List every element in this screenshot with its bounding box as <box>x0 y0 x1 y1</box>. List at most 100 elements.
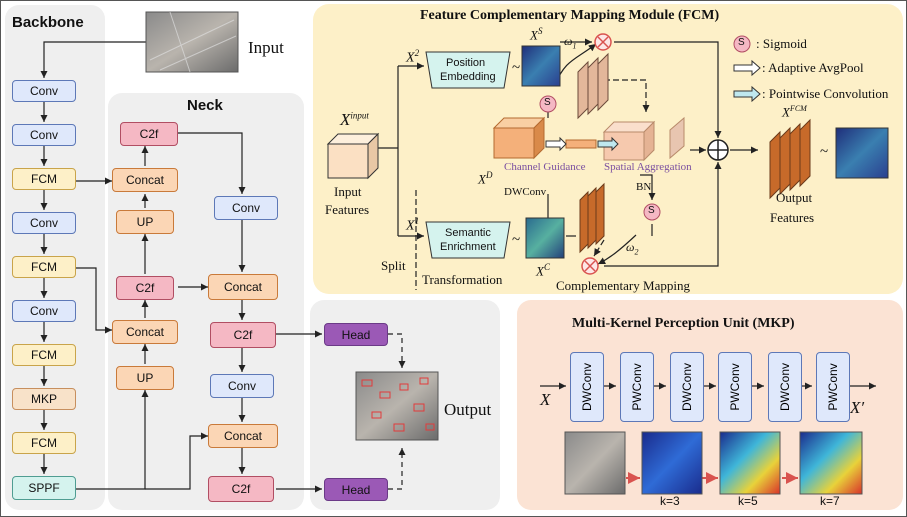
backbone-fcm-1: FCM <box>12 168 76 190</box>
legend-pwconv-icon <box>733 85 761 103</box>
neck-c2f-2: C2f <box>210 322 276 348</box>
position-embedding-shape <box>425 51 511 89</box>
neck-concat-1: Concat <box>112 168 178 192</box>
input-image-roads <box>149 11 237 73</box>
neck-conv-2: Conv <box>210 374 274 398</box>
mkp-x-out: X′ <box>850 398 865 417</box>
backbone-conv-1: Conv <box>12 80 76 102</box>
input-features-label-line2: Features <box>325 202 370 217</box>
legend-sigmoid-icon <box>733 35 751 53</box>
complementary-mapping-label: Complementary Mapping <box>556 278 690 293</box>
neck-c2f-mid: C2f <box>116 276 174 300</box>
spatial-aggregation-label: Spatial Aggregation <box>604 161 692 173</box>
neck-c2f-3: C2f <box>208 476 274 502</box>
sigmoid-top-label: S <box>544 97 551 108</box>
neck-concat-4: Concat <box>208 424 278 448</box>
output-label: Output <box>444 400 492 419</box>
channel-guidance-label: Channel Guidance <box>504 161 586 173</box>
neck-concat-3: Concat <box>208 274 278 300</box>
tilde-xs: ~ <box>512 60 521 76</box>
fcm-title: Feature Complementary Mapping Module (FC… <box>420 8 720 23</box>
heatmap-k3 <box>641 431 703 495</box>
output-features-label-line2: Features <box>770 210 815 225</box>
mkp-dwconv-3: DWConv <box>768 352 802 422</box>
channel-guidance-cube <box>492 116 546 160</box>
fcm-dashed <box>415 79 650 290</box>
neck-c2f-top: C2f <box>120 122 178 146</box>
backbone-title: Backbone <box>12 14 84 31</box>
neck-concat-2: Concat <box>112 320 178 344</box>
xfcm-feature-map <box>835 127 889 179</box>
mkp-pwconv-3: PWConv <box>816 352 850 422</box>
backbone-fcm-3: FCM <box>12 344 76 366</box>
neck-title: Neck <box>187 97 223 114</box>
legend-avgpool-icon <box>733 59 761 77</box>
heatmap-k5 <box>719 431 781 495</box>
transformation-label: Transformation <box>422 272 503 287</box>
split-label: Split <box>381 258 406 273</box>
add-node <box>707 139 729 161</box>
sigmoid-bottom-label: S <box>648 205 655 216</box>
position-embedding-label-line2: Embedding <box>440 71 496 83</box>
mkp-x-in: X <box>540 390 551 409</box>
input-label: Input <box>248 38 284 57</box>
backbone-fcm-2: FCM <box>12 256 76 278</box>
multiply-node-bottom <box>581 257 599 275</box>
neck-up-2: UP <box>116 366 174 390</box>
semantic-enrichment-label-line1: Semantic <box>445 227 491 239</box>
avgpool-arrow-icon <box>545 136 567 152</box>
fcm-bottom-slabs <box>579 182 605 254</box>
multiply-node-top <box>594 33 612 51</box>
mkp-dwconv-1: DWConv <box>570 352 604 422</box>
fcm-top-slabs <box>577 52 609 120</box>
x2-label: X2 <box>406 48 420 66</box>
mkp-dwconv-2: DWConv <box>670 352 704 422</box>
fcm-arrows <box>378 38 758 267</box>
pwconv-arrow-icon <box>597 136 619 152</box>
backbone-sppf: SPPF <box>12 476 76 500</box>
legend-sigmoid-s: S <box>738 37 745 48</box>
sigmoid-node-top <box>539 95 557 113</box>
bn-label: BN <box>636 181 652 193</box>
xs-feature-map <box>521 45 561 87</box>
output-feature-slabs <box>769 118 811 200</box>
backbone-fcm-4: FCM <box>12 432 76 454</box>
tilde-xfcm: ~ <box>820 144 829 160</box>
head-1: Head <box>324 323 388 346</box>
backbone-conv-3: Conv <box>12 212 76 234</box>
legend-pwconv: : Pointwise Convolution <box>762 86 889 101</box>
head-output-arrows <box>388 333 406 490</box>
x1-label: X1 <box>406 216 420 234</box>
legend-sigmoid: : Sigmoid <box>756 36 807 51</box>
semantic-enrichment-label-line2: Enrichment <box>440 241 496 253</box>
mkp-input-image <box>564 431 626 495</box>
backbone-conv-2: Conv <box>12 124 76 146</box>
mkp-pwconv-2: PWConv <box>718 352 752 422</box>
input-feature-cube <box>326 132 380 180</box>
omega2-label: ω2 <box>626 240 639 257</box>
output-features-label-line1: Output <box>776 190 813 205</box>
backbone-conv-4: Conv <box>12 300 76 322</box>
neck-arrows <box>76 132 322 493</box>
xs-label: XS <box>530 26 543 43</box>
backbone-mkp: MKP <box>12 388 76 410</box>
xc-feature-map <box>525 217 565 259</box>
tilde-xc: ~ <box>512 232 521 248</box>
xfcm-label: XFCM <box>782 104 807 120</box>
heatmap-k7 <box>799 431 863 495</box>
head-2: Head <box>324 478 388 501</box>
xc-label: XC <box>536 262 550 279</box>
omega1-label: ω1 <box>564 34 577 51</box>
neck-conv-1: Conv <box>214 196 278 220</box>
k-label-3: k=3 <box>660 494 680 508</box>
position-embedding-label-line1: Position <box>446 57 486 69</box>
xd-label: XD <box>478 170 493 187</box>
legend-avgpool: : Adaptive AvgPool <box>762 60 864 75</box>
output-detections <box>361 377 435 432</box>
sigmoid-node-bottom <box>643 203 661 221</box>
backbone-arrows <box>40 41 190 474</box>
semantic-enrichment-shape <box>425 221 511 259</box>
spatial-aggregation-cube <box>602 120 656 162</box>
k-label-7: k=7 <box>820 494 840 508</box>
mkp-title: Multi-Kernel Perception Unit (MKP) <box>572 316 795 331</box>
